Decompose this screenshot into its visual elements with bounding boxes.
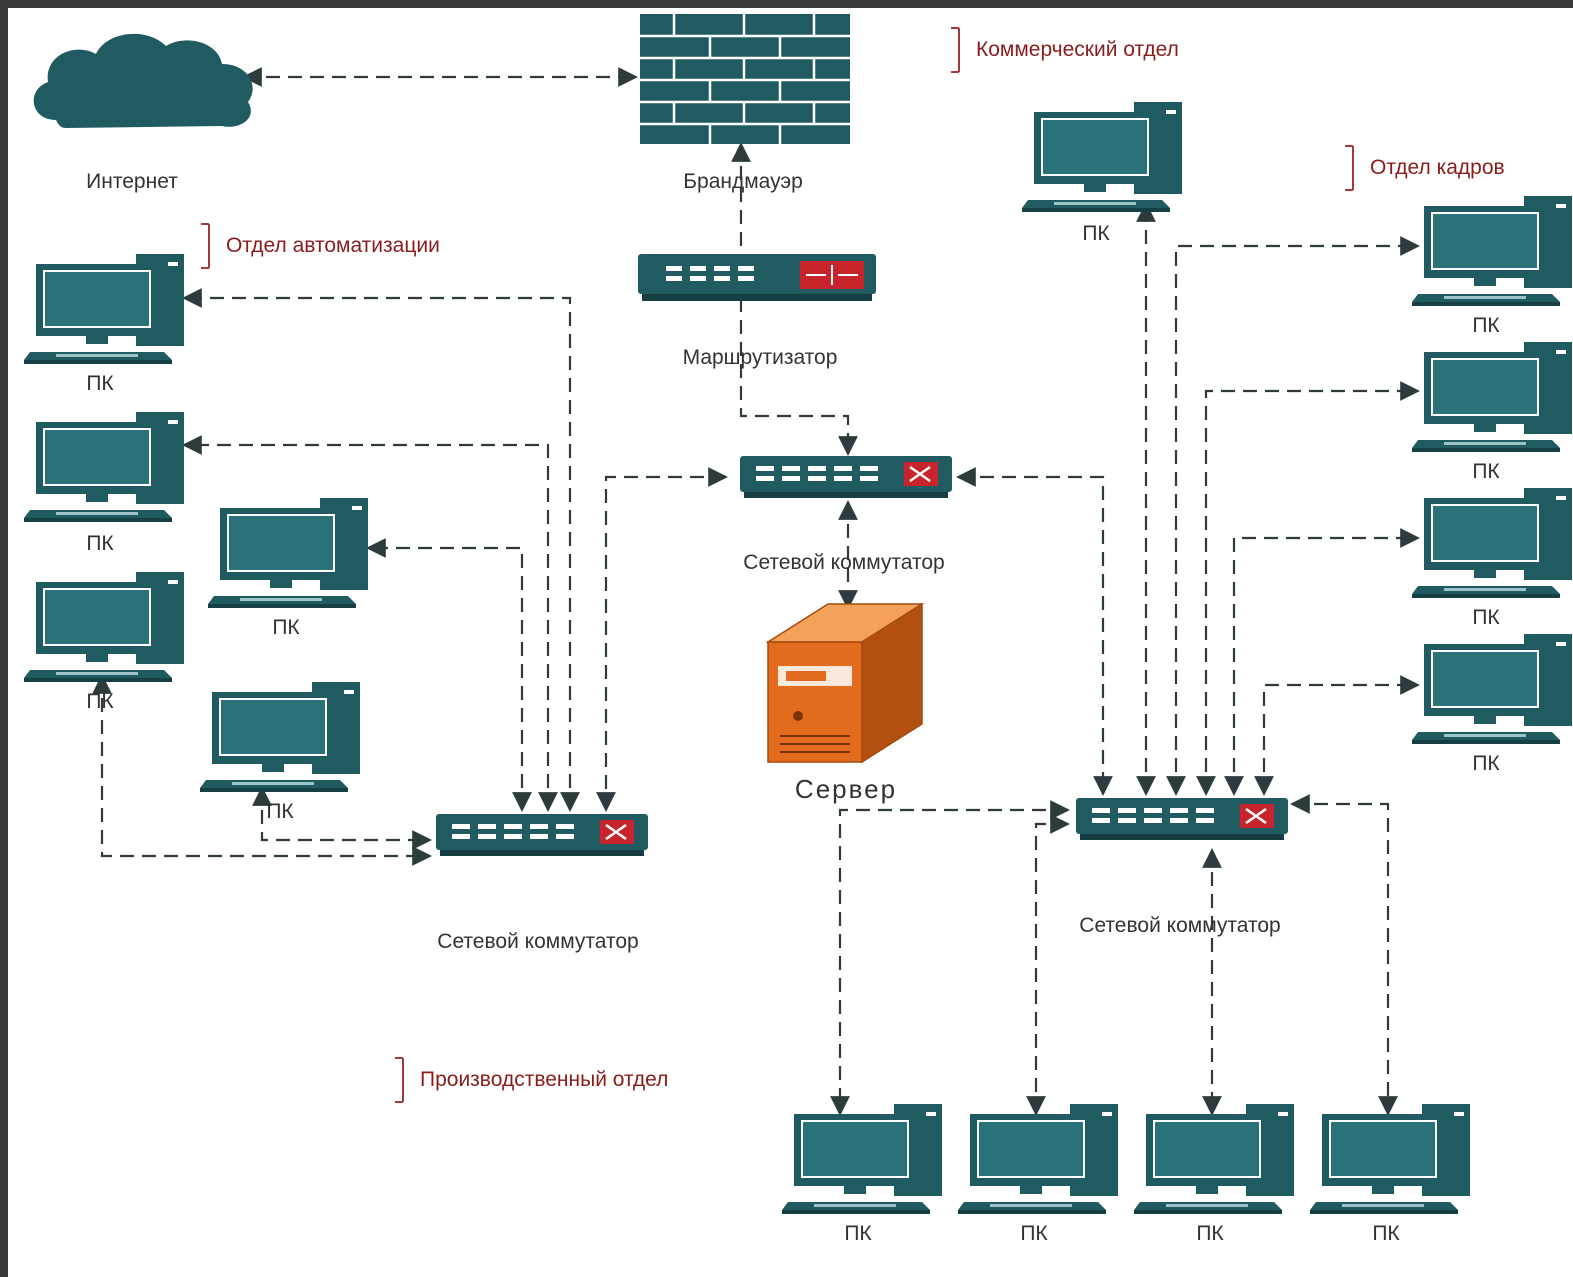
pc-prod-4-label: ПК xyxy=(1372,1222,1400,1245)
network-diagram-canvas: Интернет Брандмауэр Маршрутизатор Сетево… xyxy=(8,8,1573,1277)
link-left-pc3 xyxy=(366,538,532,812)
pc-auto-3-label: ПК xyxy=(272,616,300,639)
pc-hr-2-label: ПК xyxy=(1472,460,1500,483)
pc-prod-2-label: ПК xyxy=(1020,1222,1048,1245)
firewall-icon xyxy=(640,14,850,144)
pc-commercial-label: ПК xyxy=(1082,222,1110,245)
link-right-hr-pc2 xyxy=(1196,381,1420,796)
pc-hr-4-icon xyxy=(1411,633,1573,745)
connection-lines xyxy=(92,67,1420,1116)
link-right-hr-pc3 xyxy=(1224,528,1420,796)
pc-auto-1-icon xyxy=(23,253,185,365)
pc-auto-2-label: ПК xyxy=(86,532,114,555)
pc-hr-2-icon xyxy=(1411,341,1573,453)
pc-auto-3-icon xyxy=(207,497,369,609)
pc-prod-1-icon xyxy=(781,1103,943,1215)
pc-prod-2-icon xyxy=(957,1103,1119,1215)
network-diagram xyxy=(23,14,1573,1215)
router-label: Маршрутизатор xyxy=(682,346,838,369)
server-label: Сервер xyxy=(794,774,898,804)
pc-prod-4-icon xyxy=(1309,1103,1471,1215)
link-right-prod-pc4 xyxy=(1290,794,1398,1116)
cloud-icon xyxy=(33,33,253,128)
pc-prod-3-label: ПК xyxy=(1196,1222,1224,1245)
link-left-pc5 xyxy=(252,786,432,850)
link-right-hr-pc1 xyxy=(1166,236,1420,796)
link-main-right-switch xyxy=(956,467,1113,796)
link-left-pc1 xyxy=(182,288,580,812)
switch-right-icon xyxy=(1074,796,1290,842)
dept-automation-label: Отдел автоматизации xyxy=(201,223,440,269)
switch-main-label: Сетевой коммутатор xyxy=(743,551,945,574)
switch-main-icon xyxy=(738,454,954,500)
pc-auto-2-icon xyxy=(23,411,185,523)
pc-hr-1-icon xyxy=(1411,195,1573,307)
pc-auto-1-label: ПК xyxy=(86,372,114,395)
switch-left-label: Сетевой коммутатор xyxy=(437,930,639,953)
pc-hr-3-icon xyxy=(1411,487,1573,599)
pc-auto-4-label: ПК xyxy=(86,690,114,713)
pc-prod-3-icon xyxy=(1133,1103,1295,1215)
link-left-pc2 xyxy=(182,435,558,812)
link-right-prod-pc2 xyxy=(1026,814,1070,1116)
link-right-hr-pc4 xyxy=(1254,675,1420,796)
pc-hr-1-label: ПК xyxy=(1472,314,1500,337)
dept-commercial-label: Коммерческий отдел xyxy=(951,27,1179,73)
switch-right-label: Сетевой коммутатор xyxy=(1079,914,1281,937)
link-right-prod-pc1 xyxy=(830,800,1070,1116)
dept-hr-label: Отдел кадров xyxy=(1345,145,1505,191)
switch-left-icon xyxy=(434,812,650,858)
pc-auto-5-icon xyxy=(199,681,361,793)
pc-hr-4-label: ПК xyxy=(1472,752,1500,775)
internet-label: Интернет xyxy=(86,170,178,193)
pc-auto-4-icon xyxy=(23,571,185,683)
pc-auto-5-label: ПК xyxy=(266,800,294,823)
firewall-label: Брандмауэр xyxy=(683,170,803,193)
server-icon xyxy=(765,602,925,764)
pc-commercial-icon xyxy=(1021,101,1183,213)
link-main-left-switch xyxy=(596,467,728,812)
pc-hr-3-label: ПК xyxy=(1472,606,1500,629)
router-icon xyxy=(638,254,876,301)
link-left-pc4 xyxy=(92,674,432,866)
dept-production-label: Производственный отдел xyxy=(394,1057,668,1103)
pc-prod-1-label: ПК xyxy=(844,1222,872,1245)
